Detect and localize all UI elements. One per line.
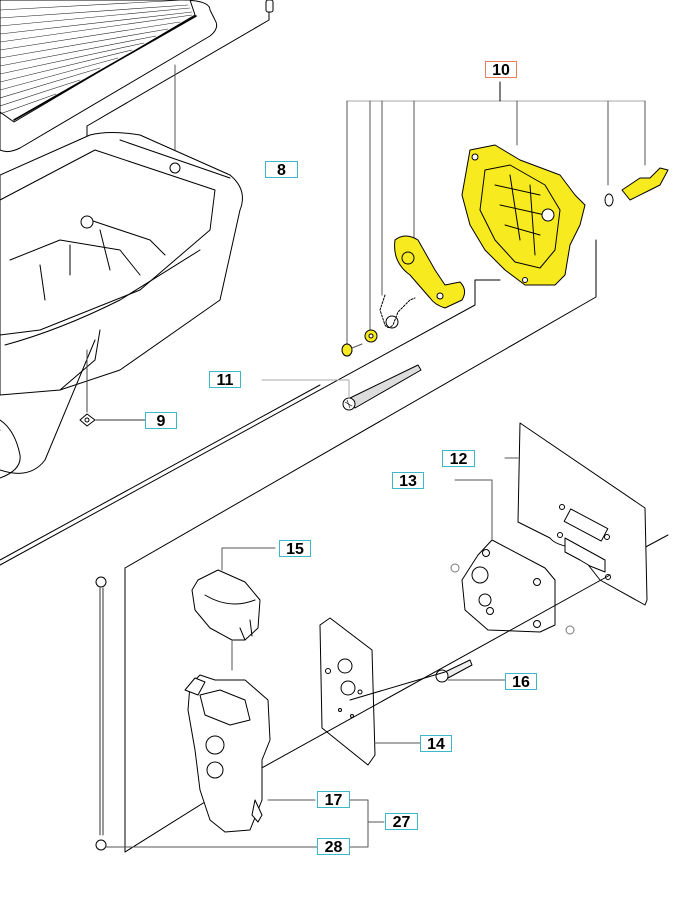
gasket-part[interactable] xyxy=(504,422,648,606)
carb-gasket-part[interactable] xyxy=(319,617,421,766)
fuel-line-rod-part[interactable] xyxy=(95,576,107,851)
callout-8[interactable]: 8 xyxy=(265,161,298,179)
callout-10[interactable]: 10 xyxy=(485,61,517,79)
callout-17[interactable]: 17 xyxy=(317,791,350,809)
callout-14[interactable]: 14 xyxy=(420,735,452,753)
air-filter-part[interactable] xyxy=(0,0,218,153)
o-ring-part[interactable] xyxy=(604,193,614,207)
callout-12[interactable]: 12 xyxy=(442,450,475,468)
filter-housing-part[interactable] xyxy=(0,132,243,479)
air-intake-cover-part[interactable] xyxy=(191,547,276,671)
spring-part[interactable] xyxy=(379,294,416,329)
lever-part[interactable] xyxy=(394,235,466,309)
callout-28[interactable]: 28 xyxy=(317,838,350,856)
callout-15[interactable]: 15 xyxy=(279,540,311,558)
carburetor-part[interactable] xyxy=(184,674,316,833)
long-bolt-part[interactable] xyxy=(261,364,422,411)
callout-27[interactable]: 27 xyxy=(385,813,418,831)
starter-cover-part[interactable] xyxy=(461,144,586,286)
callout-11[interactable]: 11 xyxy=(209,371,241,389)
knob-part[interactable] xyxy=(621,167,669,201)
washer-part[interactable] xyxy=(364,329,378,343)
nut-part[interactable] xyxy=(79,349,146,427)
adapter-part[interactable] xyxy=(450,479,575,635)
callout-16[interactable]: 16 xyxy=(505,673,537,691)
callout-13[interactable]: 13 xyxy=(392,472,424,490)
callout-9[interactable]: 9 xyxy=(145,412,177,430)
screw-part[interactable] xyxy=(341,343,363,357)
bolt-part[interactable] xyxy=(435,659,506,683)
